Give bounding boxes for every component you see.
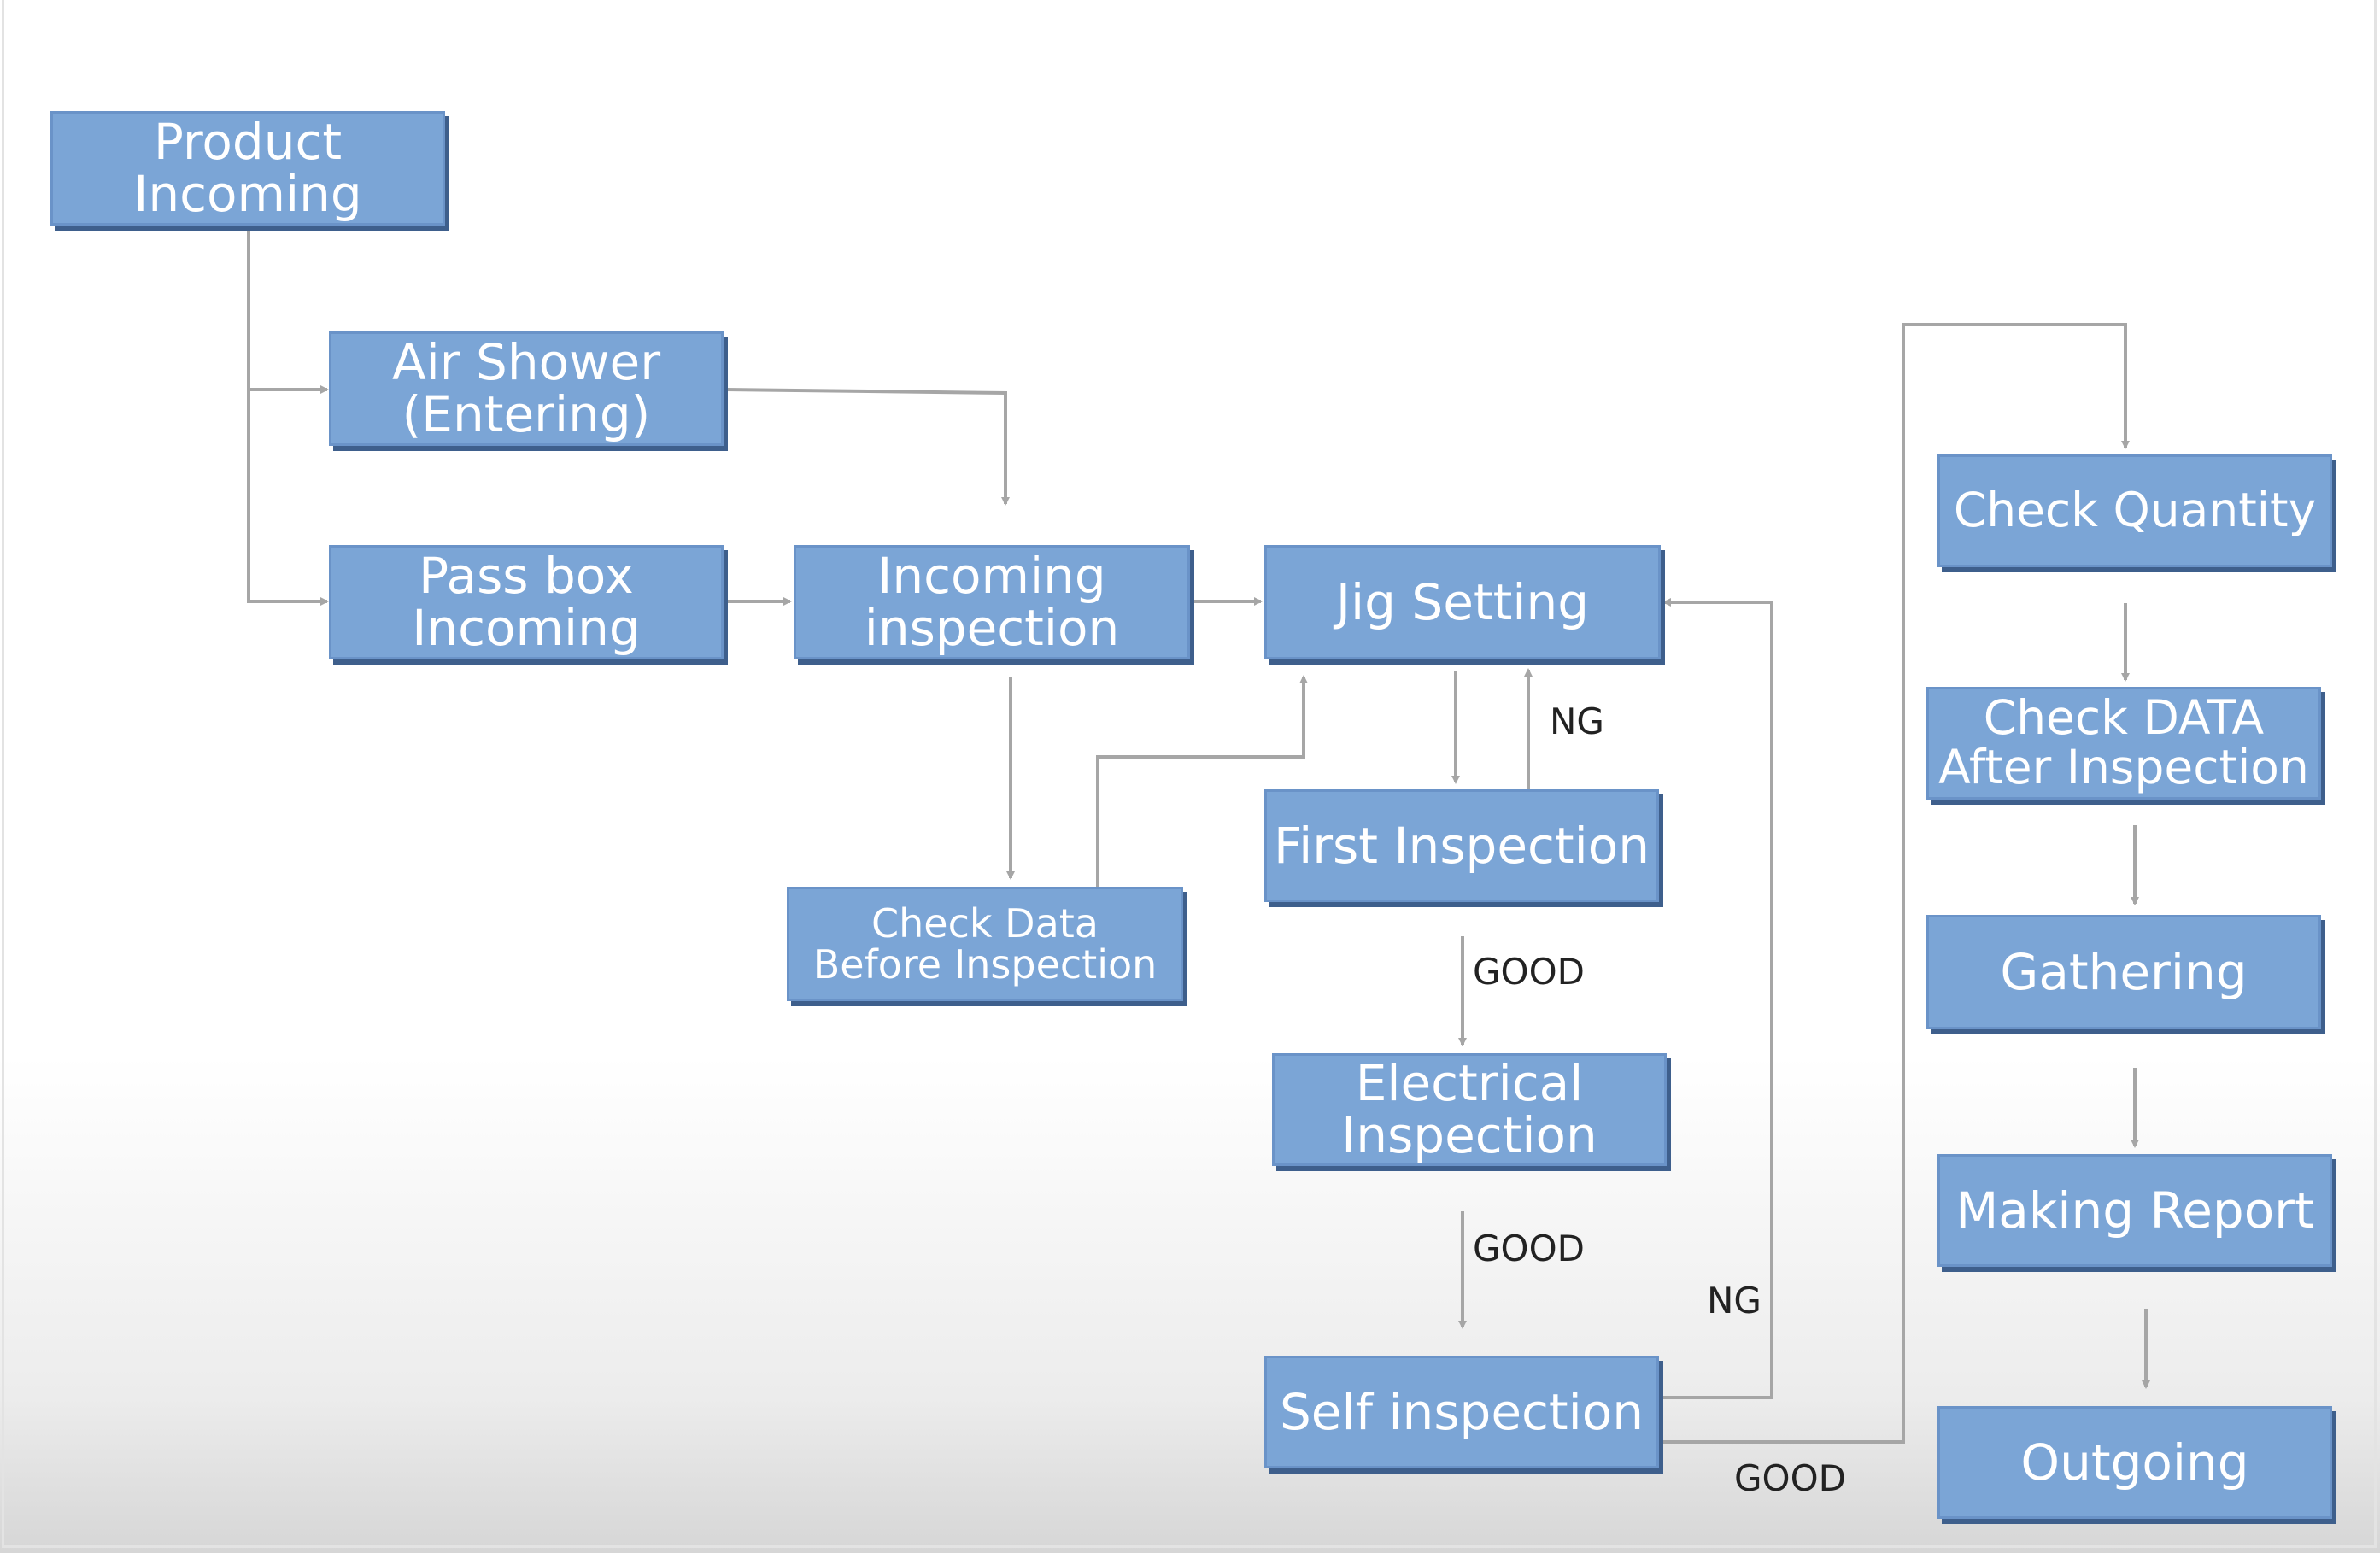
node-check-data-before-inspection: Check Data Before Inspection [787,887,1183,1001]
node-jig-setting: Jig Setting [1264,545,1661,659]
label-self-inspection-good: GOOD [1734,1457,1847,1499]
node-first-inspection: First Inspection [1264,789,1659,902]
node-air-shower: Air Shower (Entering) [329,331,724,446]
label-self-inspection-ng: NG [1707,1280,1762,1322]
node-outgoing: Outgoing [1937,1406,2332,1519]
node-pass-box-incoming: Pass box Incoming [329,545,724,659]
node-incoming-inspection: Incoming inspection [794,545,1190,659]
node-electrical-inspection: Electrical Inspection [1272,1053,1667,1166]
label-electrical-good: GOOD [1473,1228,1586,1269]
node-check-data-after-inspection: Check DATA After Inspection [1926,687,2321,800]
node-product-incoming: Product Incoming [50,111,445,226]
connector-self-ng-to-jig [1662,598,1773,1399]
connector-airshower-to-incoming-inspection [725,388,1010,506]
node-making-report: Making Report [1937,1154,2332,1267]
connector-product-to-passbox [247,390,329,606]
connector-checkdata-to-jig [1096,675,1308,887]
connector-product-to-airshower [247,226,329,394]
node-self-inspection: Self inspection [1264,1356,1659,1468]
label-first-inspection-good: GOOD [1473,951,1586,993]
connector-self-good-to-quantity [1662,323,2130,1444]
node-check-quantity: Check Quantity [1937,454,2332,567]
node-gathering: Gathering [1926,915,2321,1029]
label-first-inspection-ng: NG [1550,700,1604,742]
